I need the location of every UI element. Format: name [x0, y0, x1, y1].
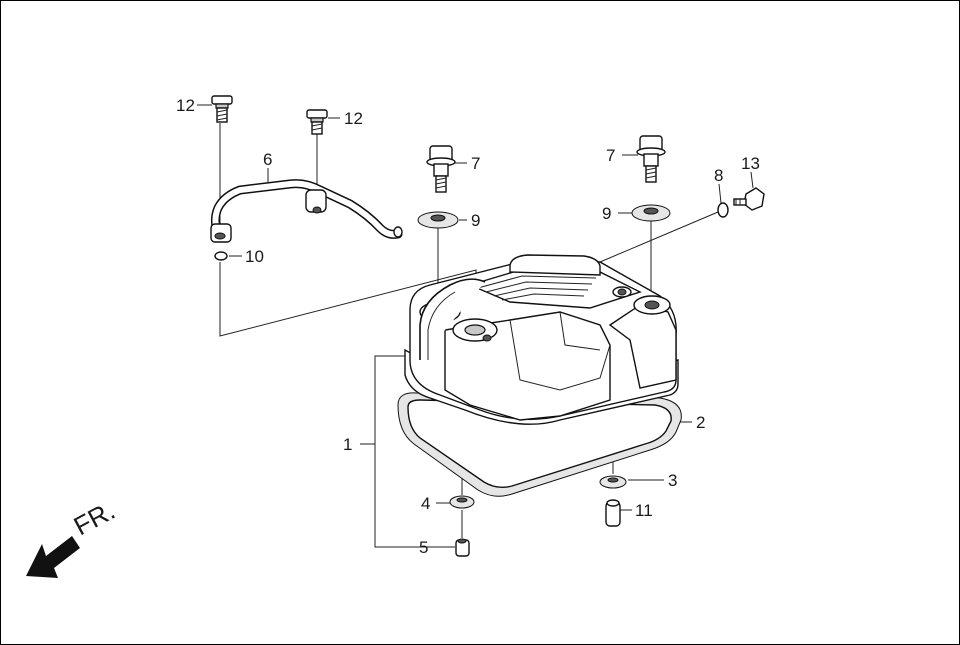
grommet-3 — [599, 475, 627, 489]
callout-3: 3 — [668, 471, 677, 490]
leader-lines — [197, 104, 754, 548]
bolt-7-left — [426, 145, 456, 193]
dowel-pin-5 — [455, 538, 470, 557]
callout-10: 10 — [245, 247, 264, 266]
callout-7-left: 7 — [471, 154, 480, 173]
rubber-washer-9-right — [631, 204, 671, 222]
callout-12-right: 12 — [344, 109, 363, 128]
direction-label: FR. — [69, 495, 120, 541]
callout-9-left: 9 — [471, 211, 480, 230]
callout-9-right: 9 — [602, 204, 611, 223]
o-ring-10 — [214, 251, 228, 261]
callout-2: 2 — [696, 413, 705, 432]
callout-labels: 1 2 3 4 5 6 7 7 8 9 9 10 11 12 12 13 — [176, 96, 760, 557]
dowel-pin-11 — [605, 499, 621, 527]
breather-tube — [210, 179, 403, 243]
rubber-washer-9-left — [417, 211, 459, 229]
callout-12-left: 12 — [176, 96, 195, 115]
callout-7-right: 7 — [606, 146, 615, 165]
callout-5: 5 — [419, 538, 428, 557]
bolt-7-right — [636, 135, 666, 183]
callout-13: 13 — [741, 154, 760, 173]
callout-8: 8 — [714, 166, 723, 185]
callout-1: 1 — [343, 435, 352, 454]
grommet-4 — [449, 495, 475, 509]
cylinder-head-cover — [404, 254, 679, 425]
bolt-13 — [733, 187, 765, 211]
valve-cover-gasket — [397, 392, 682, 497]
bolt-12-left — [211, 95, 233, 123]
callout-11: 11 — [635, 501, 653, 520]
bolt-12-right — [306, 109, 328, 135]
front-direction-arrow-icon — [26, 536, 80, 578]
callout-6: 6 — [263, 150, 272, 169]
washer-8 — [717, 202, 729, 218]
callout-4: 4 — [421, 494, 430, 513]
